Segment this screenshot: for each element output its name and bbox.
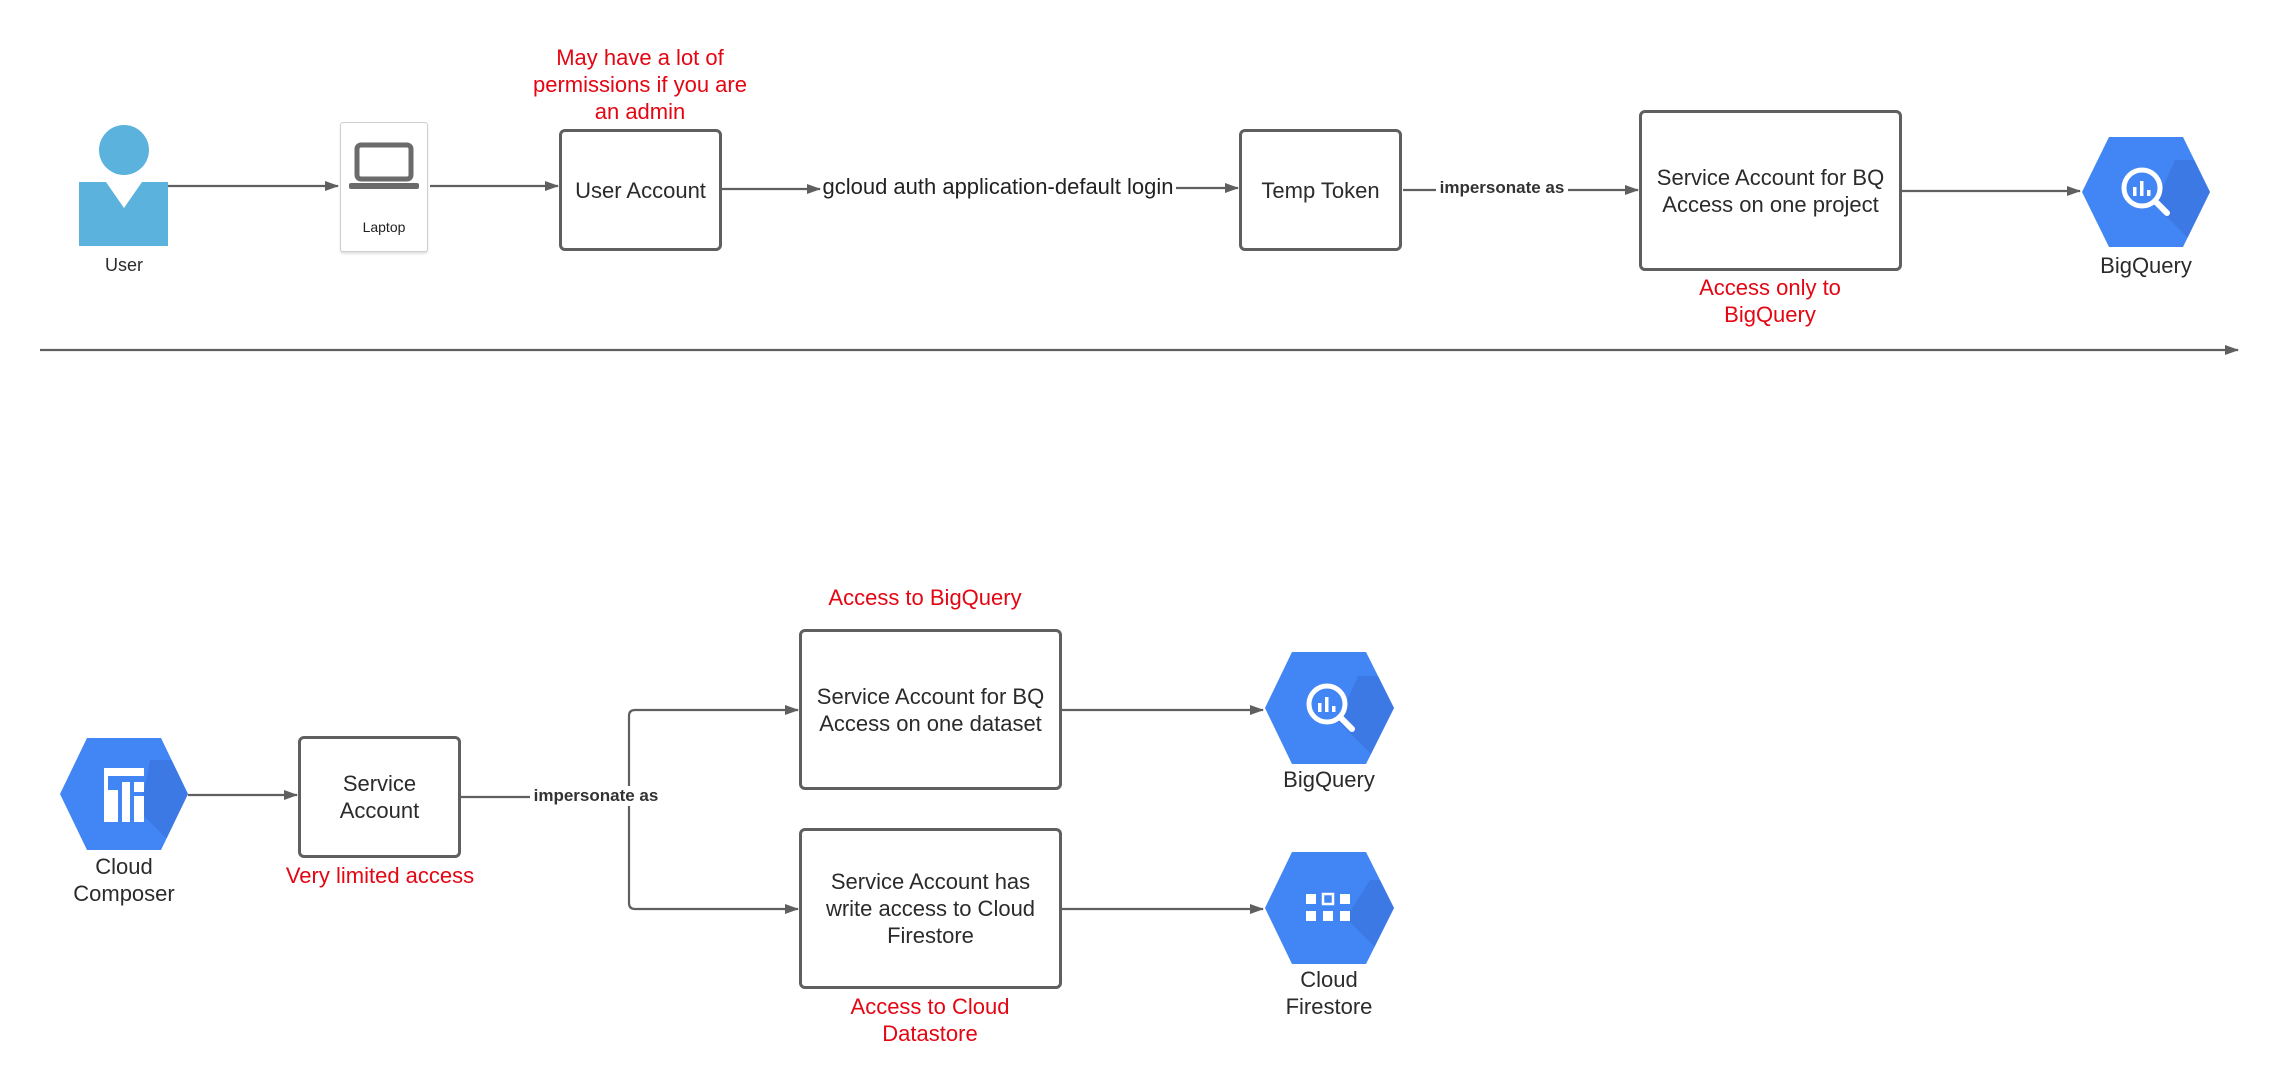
cloud-firestore-icon <box>1265 852 1394 964</box>
impersonate-label-top: impersonate as <box>1436 178 1568 198</box>
firestore-service-account-box: Service Account has write access to Clou… <box>799 828 1062 989</box>
bigquery-label-top: BigQuery <box>2100 253 2192 278</box>
service-account-note: Very limited access <box>285 863 475 888</box>
bigquery-label-bottom: BigQuery <box>1283 767 1375 792</box>
cloud-firestore-label: Cloud Firestore <box>1285 967 1373 1019</box>
user-person-icon <box>79 125 168 246</box>
service-account-box: Service Account <box>298 736 461 858</box>
edge-serviceaccount-firestoresa <box>627 797 799 914</box>
cloud-composer-label: Cloud Composer <box>73 854 175 906</box>
temp-token-box: Temp Token <box>1239 129 1402 251</box>
laptop-icon <box>349 142 419 189</box>
bigquery-icon <box>2082 137 2210 247</box>
edge-serviceaccount-bqsa <box>461 705 799 799</box>
bigquery-icon <box>1265 652 1394 764</box>
bq-service-account-note: Access only to BigQuery <box>1699 275 1841 327</box>
firestore-note: Access to Cloud Datastore <box>850 994 1010 1046</box>
gcloud-command-label: gcloud auth application-default login <box>822 174 1174 200</box>
bq-service-account-project-box: Service Account for BQ Access on one pro… <box>1639 110 1902 271</box>
bq-dataset-note: Access to BigQuery <box>828 585 1022 610</box>
laptop-label: Laptop <box>362 219 406 235</box>
bq-service-account-dataset-box: Service Account for BQ Access on one dat… <box>799 629 1062 790</box>
user-account-note: May have a lot of permissions if you are… <box>533 45 747 124</box>
laptop-card: Laptop <box>340 122 428 252</box>
impersonate-label-bottom: impersonate as <box>530 786 662 806</box>
cloud-composer-icon <box>60 738 188 850</box>
user-label: User <box>104 255 143 275</box>
user-account-box: User Account <box>559 129 722 251</box>
